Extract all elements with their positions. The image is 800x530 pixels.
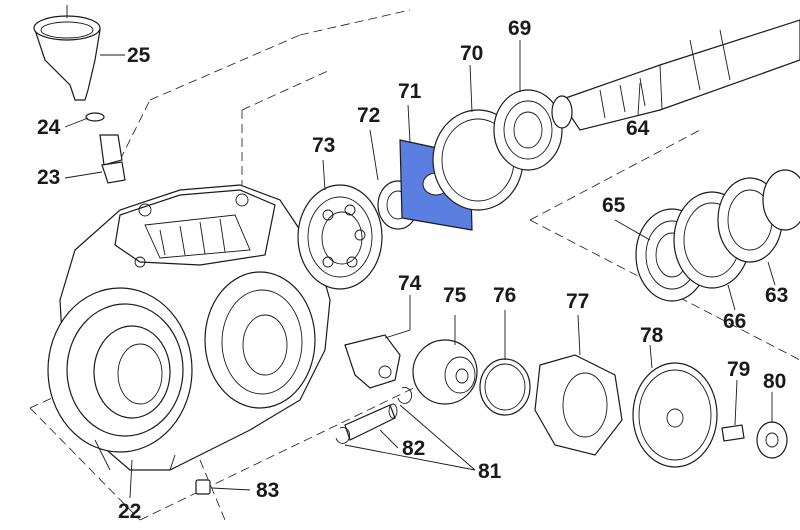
callout-81: 81: [478, 460, 502, 483]
plug-83: [195, 479, 211, 495]
fork-74: [344, 334, 401, 389]
callout-72: 72: [357, 104, 380, 127]
callout-82: 82: [402, 437, 425, 460]
callout-24: 24: [37, 116, 61, 139]
leader-lines: [64, 40, 776, 499]
callout-78: 78: [640, 324, 664, 347]
callout-75: 75: [443, 284, 467, 307]
gearbox-housing: [47, 184, 331, 471]
callout-65: 65: [602, 194, 626, 217]
callout-labels: 25 24 23 22 83 73 72 71 70 69 64 65 66 6…: [37, 17, 788, 523]
pin-79: [721, 424, 745, 442]
callout-73: 73: [312, 134, 335, 157]
bearing-73: [297, 184, 383, 290]
callout-77: 77: [566, 290, 589, 313]
callout-22: 22: [118, 500, 141, 523]
clips-81: [335, 387, 413, 444]
bearing-cone-69: [493, 89, 563, 171]
callout-74: 74: [398, 272, 422, 295]
funnel-assembly: [33, 5, 126, 184]
callout-63: 63: [765, 284, 788, 307]
shaft-66: [551, 19, 800, 131]
callout-64: 66: [723, 310, 746, 333]
callout-69: 69: [508, 17, 531, 40]
piston-75: [412, 339, 478, 405]
rings-64-63: [673, 169, 800, 289]
callout-79: 79: [727, 358, 750, 381]
callout-25: 25: [127, 44, 151, 67]
pin-82: [344, 403, 398, 441]
cover-78: [632, 362, 718, 468]
callout-71: 71: [398, 80, 422, 103]
callout-83: 83: [256, 479, 279, 502]
callout-76: 76: [493, 284, 516, 307]
cylinder-77: [534, 354, 623, 456]
callout-80: 80: [763, 370, 786, 393]
callout-66: 64: [626, 117, 650, 140]
o-ring-76: [479, 358, 531, 416]
callout-70: 70: [460, 42, 483, 65]
plug-80: [756, 421, 788, 459]
callout-23: 23: [37, 166, 60, 189]
